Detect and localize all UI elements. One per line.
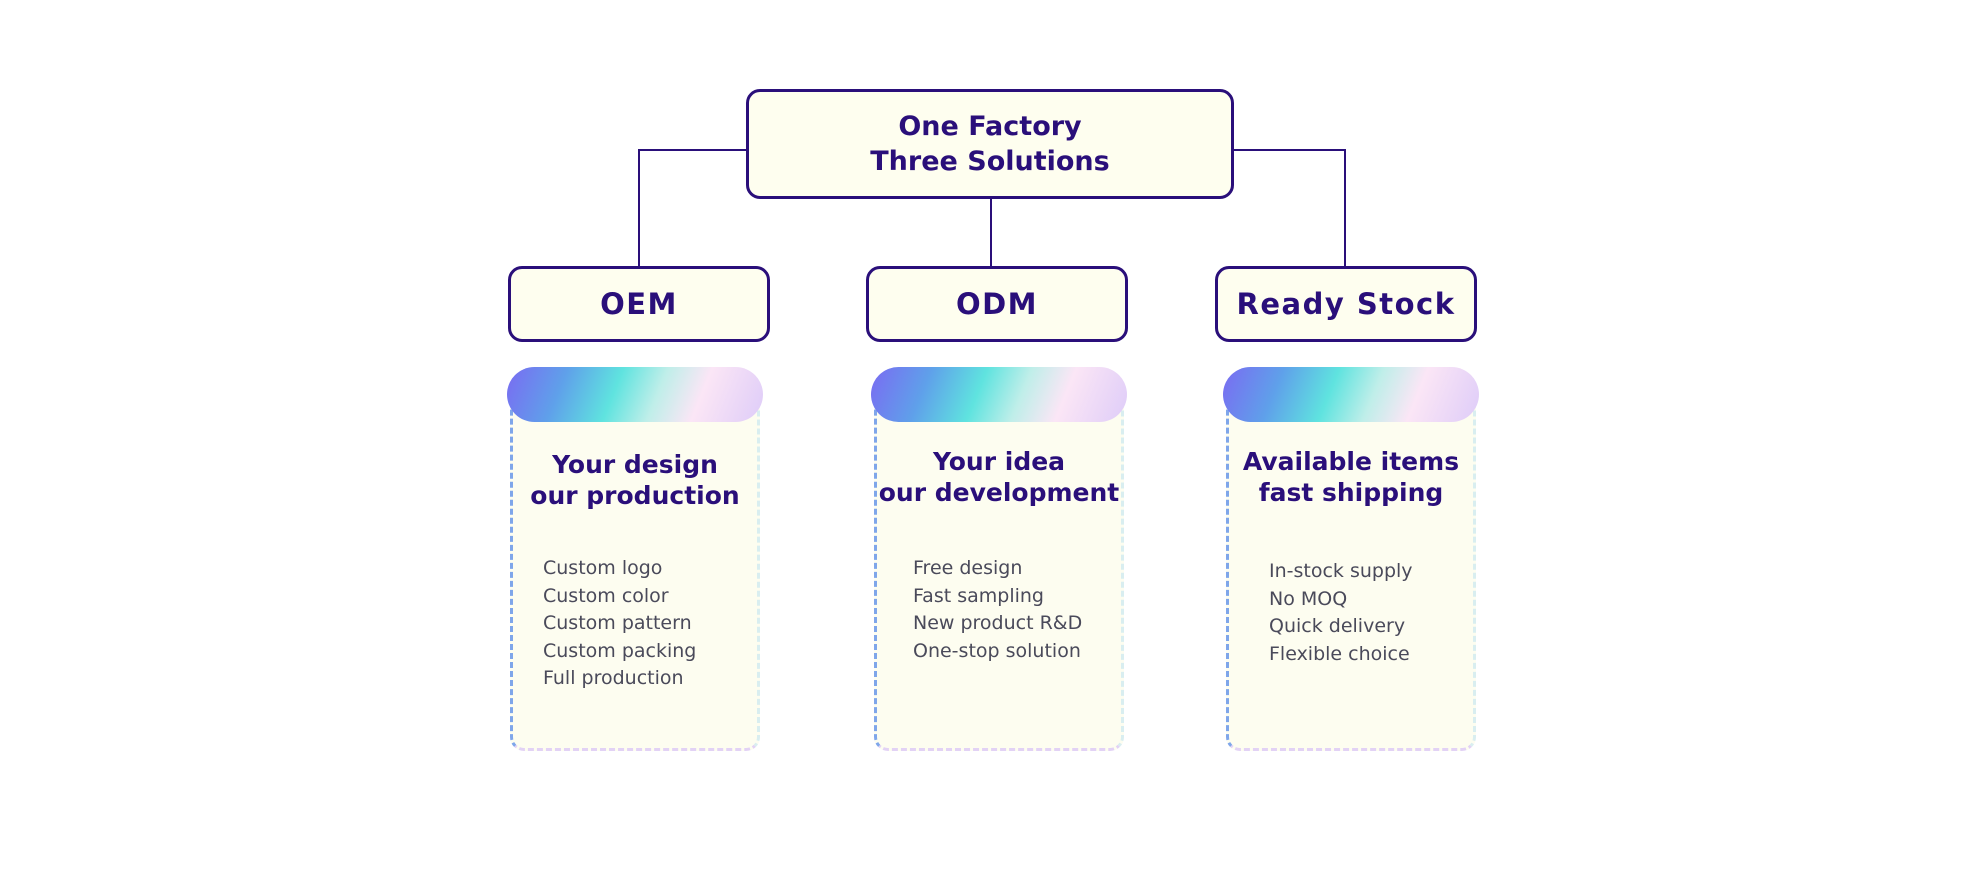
list-item: Custom color [543,584,669,607]
card-title: Available items fast shipping [1223,446,1479,508]
card-gradient-header [507,367,763,422]
list-item: Custom packing [543,639,697,662]
card-title: Your design our production [507,449,763,511]
list-item: One-stop solution [913,639,1081,662]
category-label: OEM [600,287,678,321]
card-body [510,397,760,751]
list-item: Custom logo [543,557,663,579]
solution-card-odm: Your idea our development Free design Fa… [871,367,1127,751]
feature-list: Custom logo Custom color Custom pattern … [543,555,696,693]
list-item: New product R&D [913,612,1083,634]
card-title-line1: Your idea [932,447,1066,476]
card-title-line1: Available items [1242,447,1460,476]
list-item: In-stock supply [1269,560,1413,582]
solution-card-oem: Your design our production Custom logo C… [507,367,763,751]
card-gradient-header [871,367,1127,422]
card-body [874,397,1124,751]
list-item: Quick delivery [1269,615,1406,637]
category-label: Ready Stock [1236,287,1456,321]
category-node-odm: ODM [866,266,1128,342]
category-node-ready-stock: Ready Stock [1215,266,1477,342]
solution-card-ready-stock: Available items fast shipping In-stock s… [1223,367,1479,751]
card-title-line1: Your design [552,450,718,479]
list-item: Full production [543,667,684,689]
list-item: Custom pattern [543,612,692,634]
category-node-oem: OEM [508,266,770,342]
root-title-line2: Three Solutions [870,146,1110,177]
connector-root-ready-stock [1232,149,1346,266]
connector-root-oem [638,149,748,266]
list-item: Flexible choice [1269,642,1410,665]
card-title-line2: our production [530,481,740,510]
feature-list: Free design Fast sampling New product R&… [913,555,1082,665]
category-label: ODM [955,287,1039,321]
list-item: Fast sampling [913,584,1044,607]
list-item: No MOQ [1269,587,1348,610]
card-title: Your idea our development [871,446,1127,508]
card-body [1226,397,1476,751]
feature-list: In-stock supply No MOQ Quick delivery Fl… [1269,558,1413,668]
root-node: One Factory Three Solutions [746,89,1234,199]
card-title-line2: our development [878,478,1120,507]
list-item: Free design [913,557,1023,579]
root-title-line1: One Factory [898,111,1082,142]
card-gradient-header [1223,367,1479,422]
card-title-line2: fast shipping [1258,478,1444,507]
